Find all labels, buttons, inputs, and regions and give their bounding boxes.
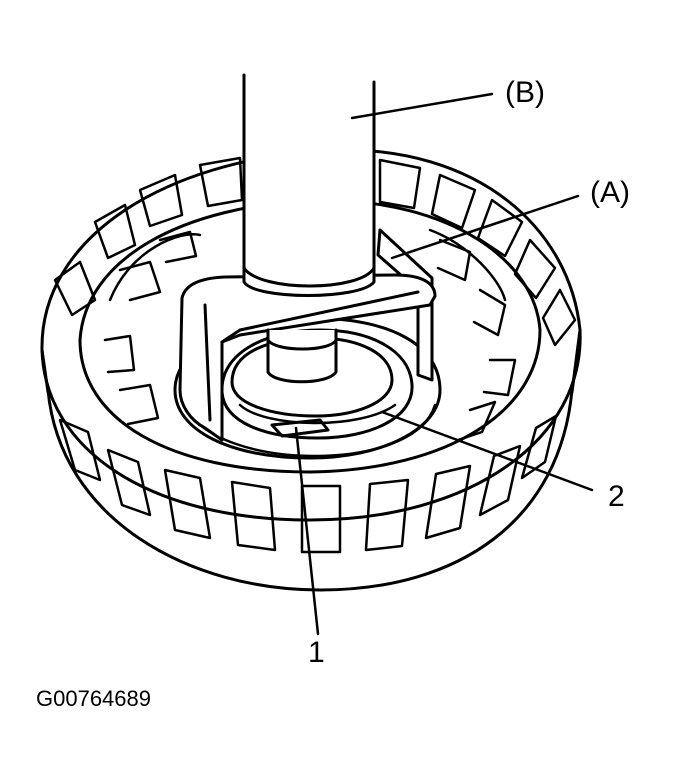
- leader-1: [294, 426, 320, 636]
- drum-inner-splines: [103, 228, 517, 442]
- drum-bottom-edge: [46, 388, 574, 592]
- callout-tool-b: (B): [505, 76, 545, 109]
- leader-a: [390, 194, 580, 260]
- drum-side-left: [40, 348, 50, 394]
- callout-part-2: 2: [608, 480, 625, 513]
- tool-a-left-arm-edge: [203, 303, 212, 422]
- tool-b-shaft: [242, 73, 376, 297]
- tool-a-inner-lip: [220, 290, 420, 344]
- drum-top-teeth: [53, 156, 577, 347]
- leader-lines: [294, 92, 594, 636]
- callout-tool-a: (A): [590, 176, 630, 209]
- figure-id: G00764689: [36, 686, 151, 711]
- drum-inner-rim: [78, 198, 542, 474]
- tool-a-back-arm: [376, 228, 434, 382]
- special-tool-a: [178, 228, 437, 442]
- drum-side-right: [570, 328, 582, 394]
- tool-b-stub: [266, 328, 338, 384]
- special-tool-b: [242, 73, 376, 384]
- retainer-step: [238, 403, 397, 425]
- drum-housing: [40, 148, 582, 592]
- drum-spline-slots: [58, 414, 558, 554]
- leader-b: [350, 92, 494, 120]
- callout-part-1: 1: [308, 636, 325, 669]
- leader-2: [380, 410, 594, 492]
- tool-b-shaft-base: [242, 266, 376, 288]
- tool-b-stub-top: [266, 338, 338, 351]
- tool-a-front-plate: [178, 273, 437, 442]
- snap-ring: [270, 418, 330, 438]
